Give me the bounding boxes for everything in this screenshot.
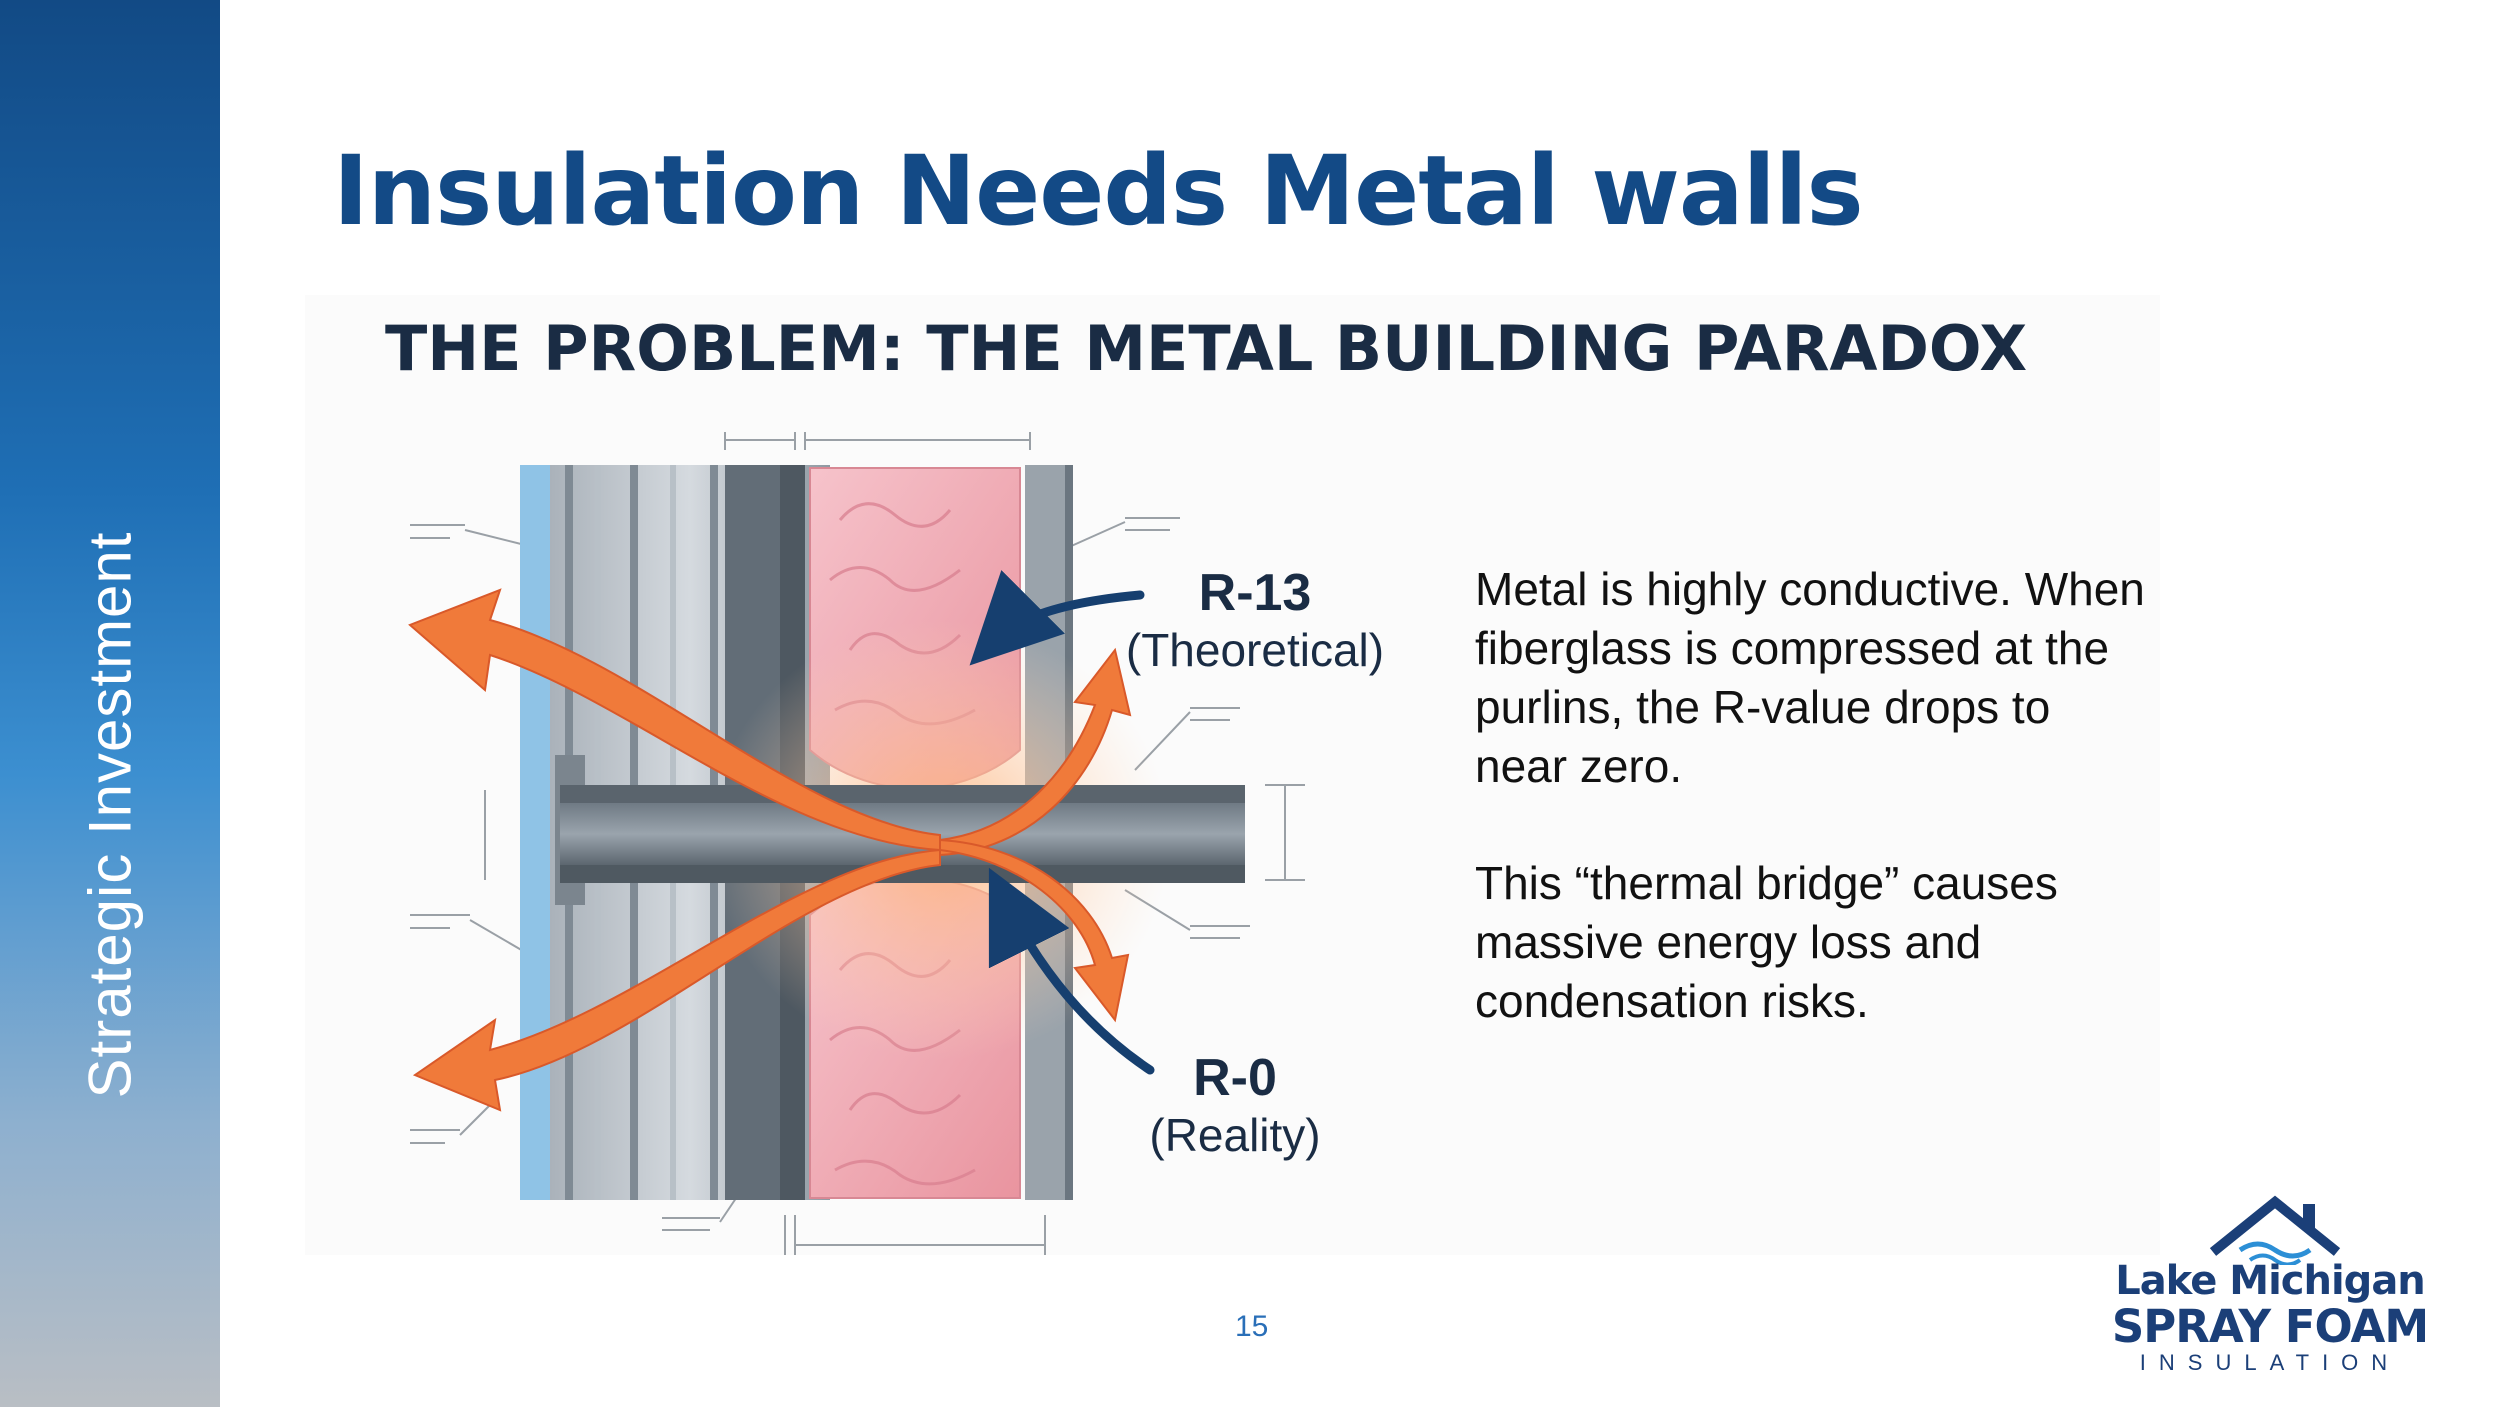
r0-label: (Reality) [1149, 1109, 1321, 1161]
explanation-text: Metal is highly conductive. When fibergl… [1475, 560, 2155, 1089]
r13-value: R-13 [1198, 564, 1312, 622]
r13-label: (Theoretical) [1125, 624, 1385, 676]
sidebar-band: Strategic Investment [0, 0, 220, 1407]
explanation-paragraph-1: Metal is highly conductive. When fibergl… [1475, 563, 2145, 792]
company-logo: Lake Michigan SPRAY FOAM INSULATION [2110, 1180, 2440, 1380]
page-number: 15 [1235, 1310, 1269, 1343]
slide-title: Insulation Needs Metal walls [333, 135, 1864, 247]
r0-value: R-0 [1193, 1049, 1277, 1107]
thermal-bridge-diagram [408, 432, 1305, 1255]
logo-line-1: Lake Michigan [2115, 1258, 2426, 1304]
callout-theoretical: R-13 (Theoretical) [1110, 563, 1400, 677]
callout-reality: R-0 (Reality) [1120, 1048, 1350, 1162]
sidebar-section-label: Strategic Investment [76, 531, 144, 1099]
explanation-paragraph-2: This “thermal bridge” causes massive ene… [1475, 857, 2058, 1027]
house-roof-icon [2209, 1195, 2341, 1265]
logo-line-3: INSULATION [2139, 1350, 2401, 1375]
callout-arrows [969, 570, 1155, 1075]
steel-purlin [560, 785, 1245, 883]
diagram-heading: THE PROBLEM: THE METAL BUILDING PARADOX [385, 312, 2028, 385]
logo-line-2: SPRAY FOAM [2111, 1300, 2429, 1353]
heat-loss-arrows [408, 588, 1132, 1112]
